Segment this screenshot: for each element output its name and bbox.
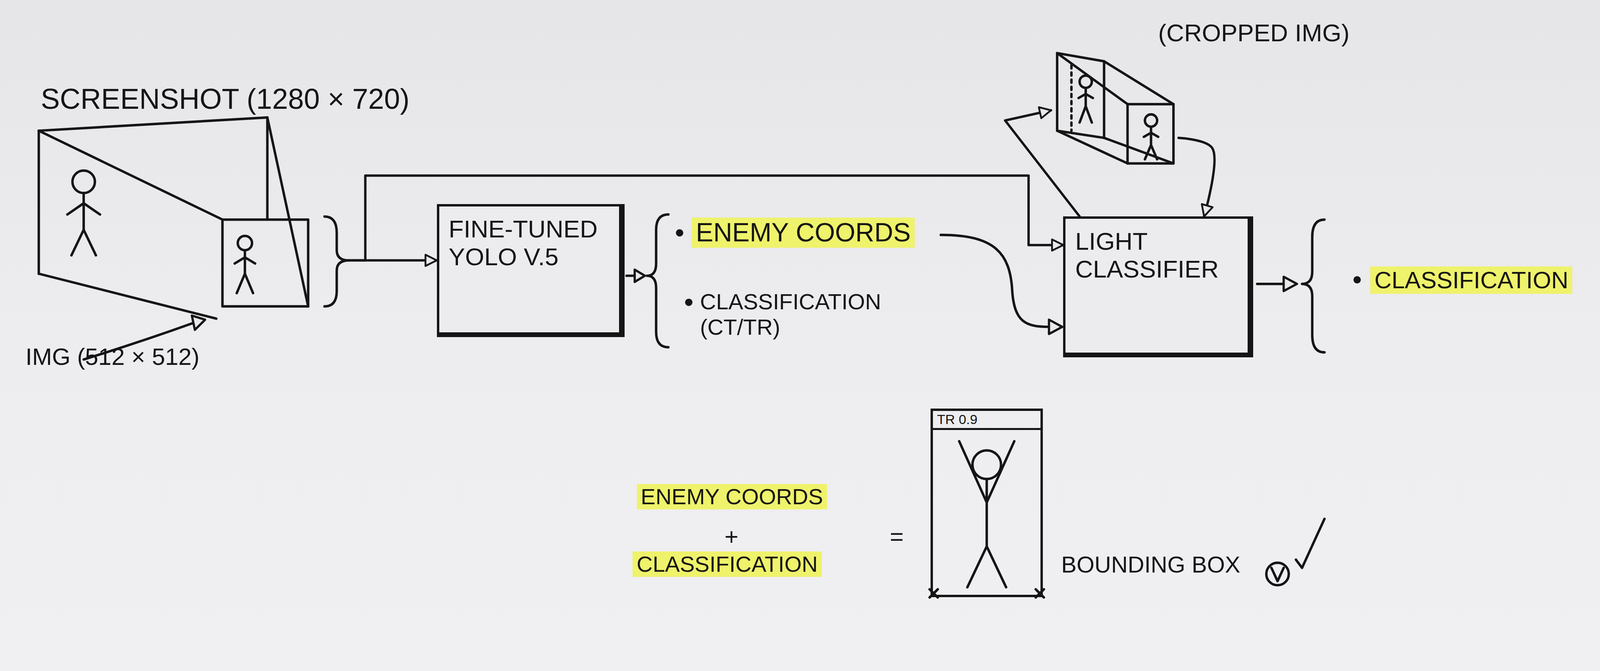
node-heading: (CROPPED IMG) [1158,19,1350,49]
crop-back-panel [1057,53,1104,139]
model-box: FINE-TUNED YOLO V.5 [436,203,625,337]
crop-region [222,219,309,307]
figure-head [972,450,1002,479]
stick-figure [1144,126,1159,160]
bullet [675,228,684,237]
box-label: TR 0.9 [932,410,1041,430]
arrow-head [191,315,205,330]
stick-figure [959,440,1015,587]
box-label: LIGHT CLASSIFIER [1075,227,1238,283]
stick-figure [1078,87,1093,123]
flow-curve [940,234,1050,327]
arrow-head [1283,276,1297,291]
box-label: FINE-TUNED YOLO V.5 [448,215,610,271]
check-circle [1266,562,1289,585]
check-v [1271,567,1284,581]
frame-line [38,273,217,319]
node-heading: SCREENSHOT (1280 × 720) [40,82,410,118]
brace [1301,219,1325,352]
flow-arrow [1005,110,1080,217]
arrow-line [1257,282,1284,285]
brace [646,214,669,347]
frame-line [38,130,223,220]
flow-arrow [1178,137,1215,217]
frame-line [266,117,269,220]
formula-term: CLASSIFICATION [632,551,822,577]
formula-term: ENEMY COORDS [636,483,827,510]
output-label: CLASSIFICATION (CT/TR) [700,288,925,341]
formula-operator: + [724,522,739,550]
figure-head [1144,114,1158,127]
dotted-line [1070,65,1073,131]
check-tick [1296,518,1325,568]
frame-line [267,117,309,307]
crop-frame: (CROPPED IMG) [1051,48,1179,167]
figure-head [237,235,252,250]
bullet [684,298,693,306]
result-label: BOUNDING BOX [1061,551,1241,578]
frame-line [37,130,41,274]
output-label: ENEMY COORDS [691,217,915,248]
screenshot-frame: SCREENSHOT (1280 × 720) [35,117,349,327]
arrow-line [626,274,635,277]
stick-figure [67,192,100,256]
bounding-box: TR 0.9 [930,408,1043,598]
arrow-head [1048,319,1062,334]
size-note: IMG (512 × 512) [25,342,220,371]
output-label: CLASSIFICATION [1370,266,1573,294]
bullet [1353,276,1362,284]
formula-operator: = [889,522,904,550]
frame-line [38,117,268,131]
figure-head [1079,75,1093,88]
brace [324,216,350,306]
perspective-line [1057,53,1174,164]
classifier-box: LIGHT CLASSIFIER [1063,216,1253,358]
figure-head [72,170,96,194]
arrow-head [634,269,645,282]
stick-figure [234,250,255,293]
